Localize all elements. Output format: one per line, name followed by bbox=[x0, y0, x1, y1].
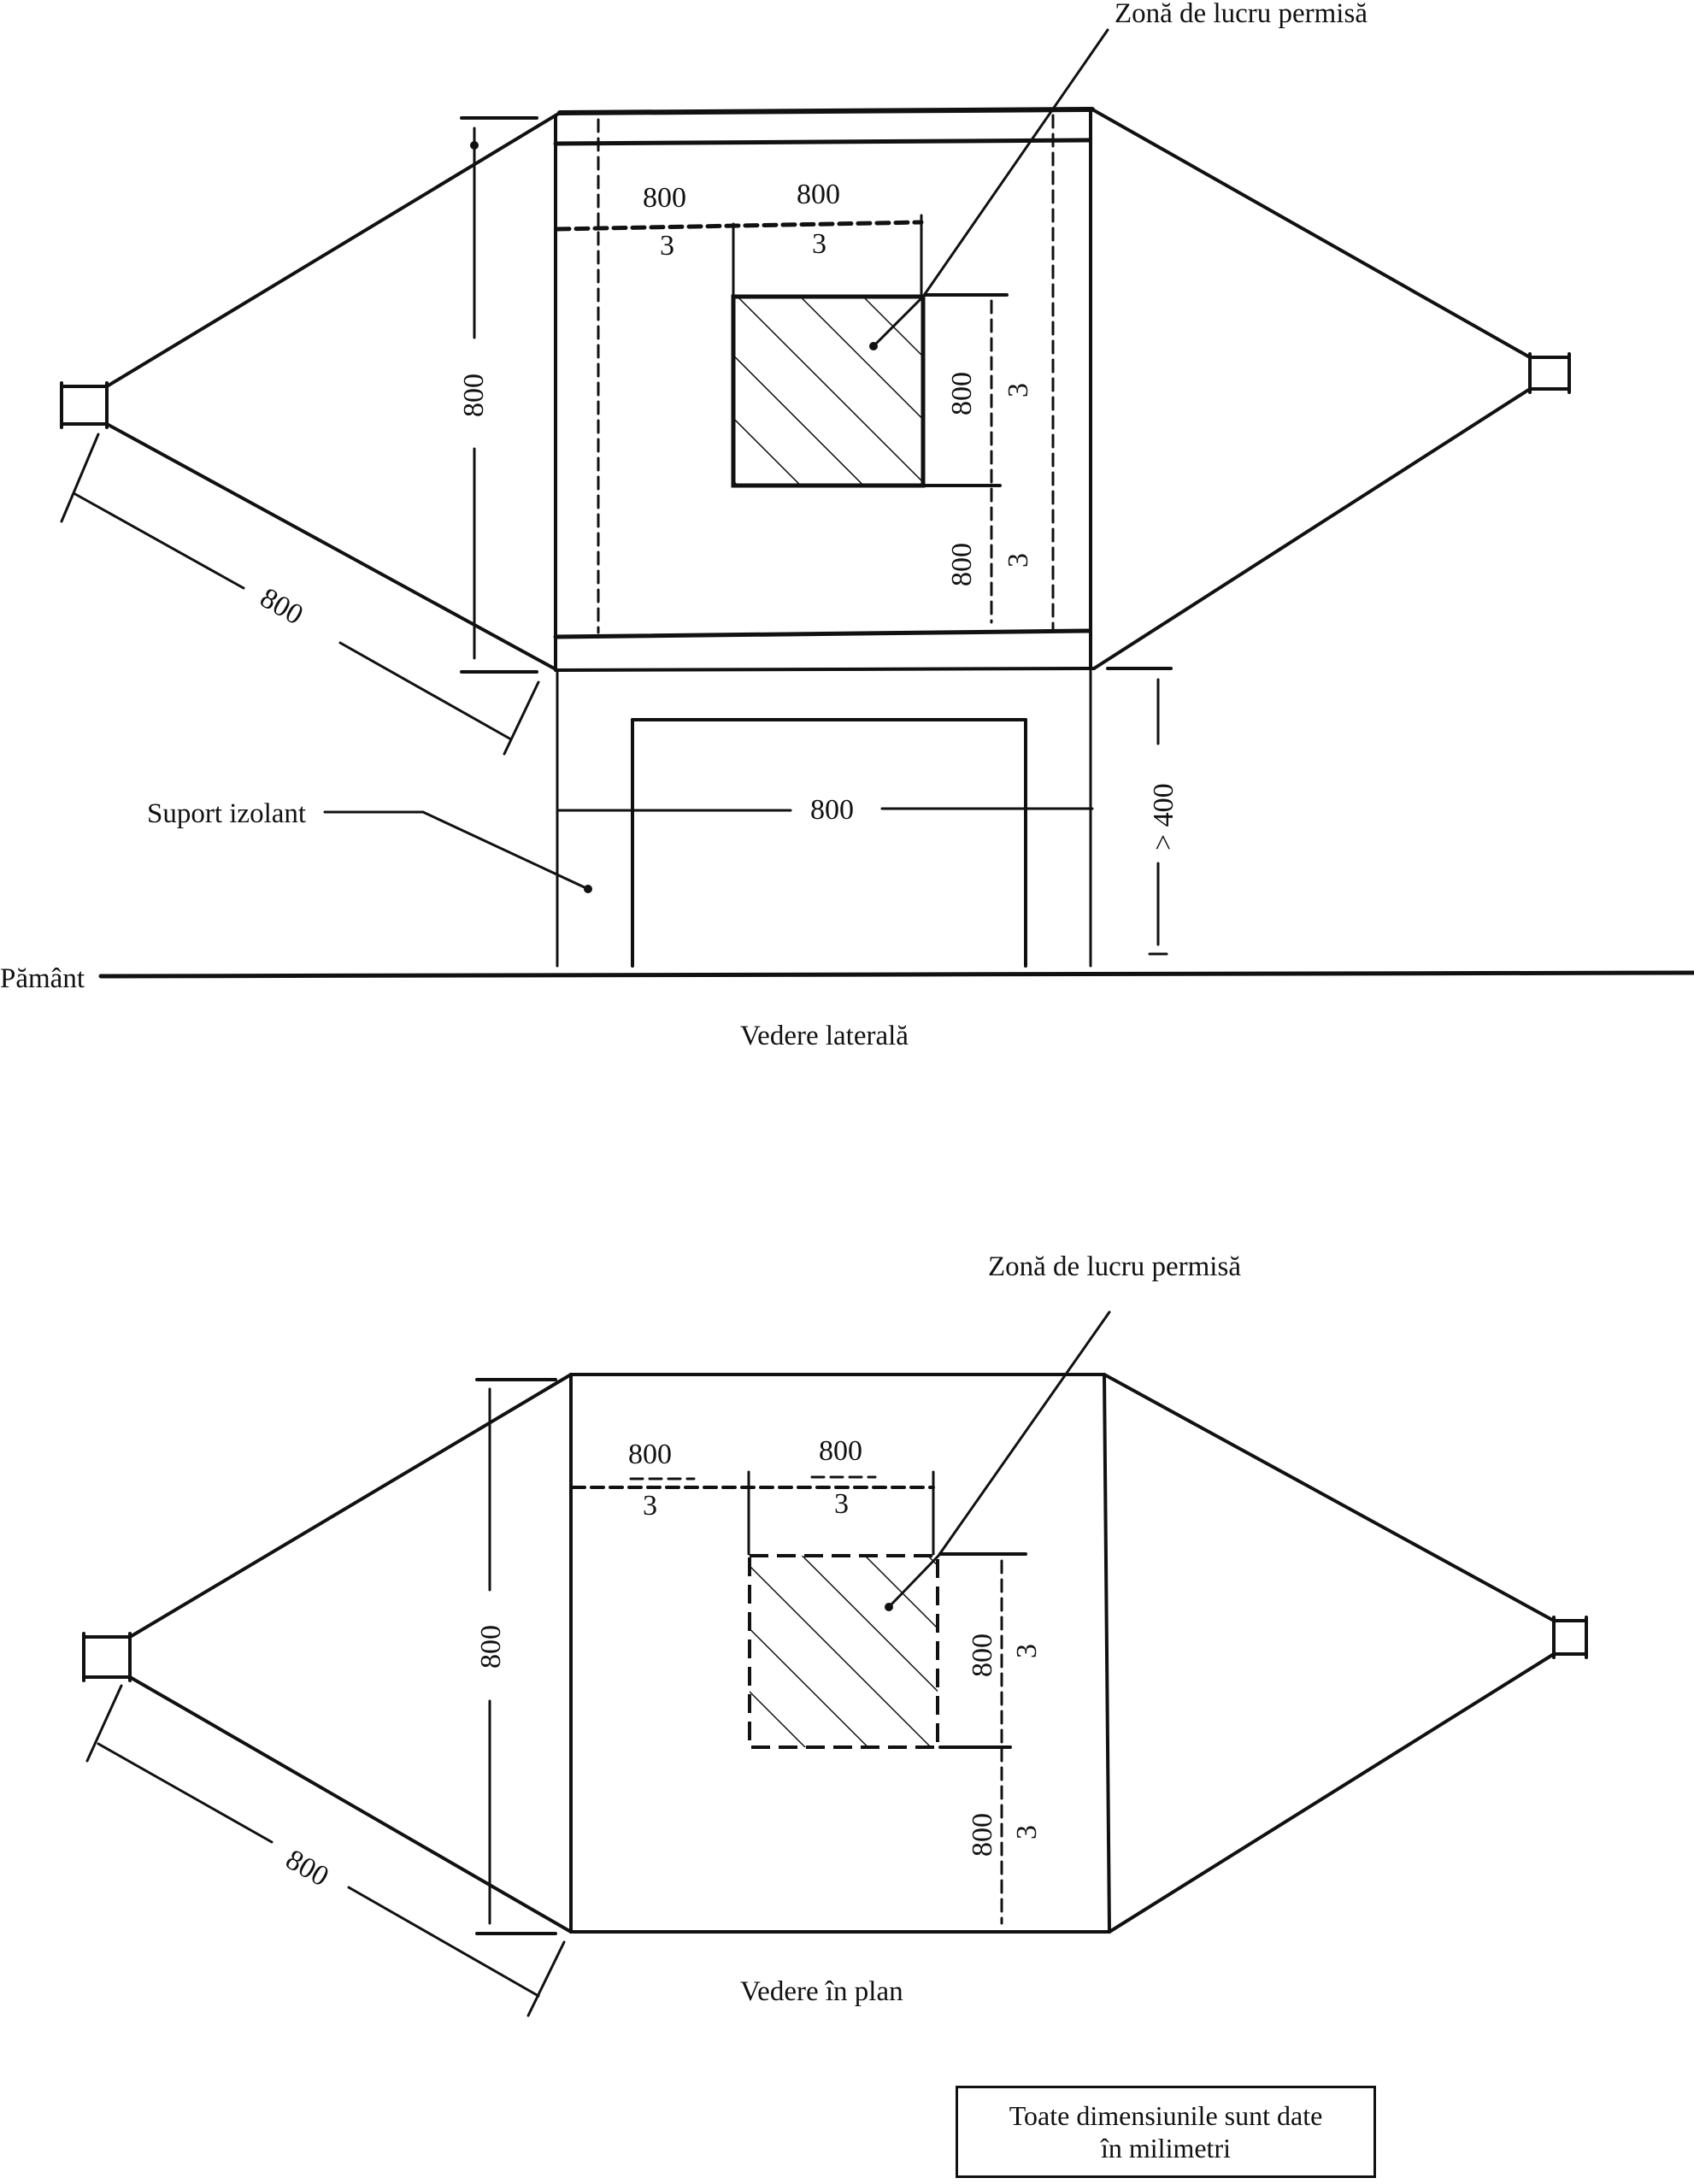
side-diagonal-dimension: 800 bbox=[60, 433, 540, 756]
units-note: Toate dimensiunile sunt date în milimetr… bbox=[956, 2086, 1376, 2178]
plan-dim-top-left-num: 800 bbox=[628, 1439, 672, 1470]
plan-height-dimension: 800 bbox=[475, 1378, 557, 1935]
side-view: Zonă de lucru permisă 800 3 800 3 800 3 … bbox=[0, 0, 1694, 1051]
side-dim-right-lower-den: 3 bbox=[1003, 553, 1034, 568]
side-dim-right-lower-num: 800 bbox=[946, 543, 978, 586]
side-height-dimension: 800 bbox=[458, 116, 538, 674]
plan-top-dimensions: 800 3 800 3 bbox=[571, 1435, 935, 1556]
side-view-box bbox=[553, 107, 1096, 672]
plan-dim-right-lower-num: 800 bbox=[967, 1813, 998, 1857]
ground-label: Pământ bbox=[0, 963, 85, 994]
side-dim-top-right-den: 3 bbox=[812, 228, 826, 260]
side-left-cone bbox=[60, 111, 562, 672]
side-clearance-dimension: > 400 bbox=[1106, 667, 1179, 956]
side-work-zone-label: Zonă de lucru permisă bbox=[1115, 0, 1368, 29]
side-dim-diagonal: 800 bbox=[255, 582, 309, 632]
plan-dim-diagonal: 800 bbox=[280, 1844, 334, 1893]
plan-dim-right-lower-den: 3 bbox=[1011, 1825, 1043, 1840]
plan-view-box bbox=[569, 1373, 1111, 1934]
plan-dim-top-right-num: 800 bbox=[819, 1435, 862, 1467]
plan-view-caption: Vedere în plan bbox=[740, 1976, 903, 2007]
plan-dim-top-right-den: 3 bbox=[834, 1488, 849, 1520]
plan-right-cone bbox=[1103, 1373, 1588, 1934]
side-dim-clearance: > 400 bbox=[1148, 783, 1179, 851]
side-dim-top-left-num: 800 bbox=[643, 182, 686, 214]
plan-dim-height: 800 bbox=[475, 1625, 507, 1669]
side-dim-support-width: 800 bbox=[810, 794, 854, 826]
side-right-dimensions: 800 3 800 3 bbox=[923, 293, 1034, 624]
plan-dim-right-upper-num: 800 bbox=[967, 1634, 998, 1677]
plan-right-dimensions: 800 3 800 3 bbox=[938, 1552, 1043, 1925]
ground-line bbox=[98, 970, 1694, 979]
side-view-caption: Vedere laterală bbox=[740, 1021, 909, 1051]
units-note-line2: în milimetri bbox=[1101, 2133, 1231, 2163]
side-dim-height: 800 bbox=[458, 374, 490, 417]
units-note-line1: Toate dimensiunile sunt date bbox=[1009, 2100, 1323, 2131]
side-right-cone bbox=[1091, 108, 1571, 670]
side-dim-top-left-den: 3 bbox=[660, 230, 674, 262]
side-dim-right-upper-num: 800 bbox=[946, 372, 978, 415]
side-support-label: Suport izolant bbox=[147, 798, 306, 829]
plan-left-cone bbox=[82, 1373, 573, 1934]
side-top-dimensions: 800 3 800 3 bbox=[555, 179, 924, 297]
side-dim-right-upper-den: 3 bbox=[1003, 383, 1034, 397]
plan-work-zone-label: Zonă de lucru permisă bbox=[988, 1251, 1241, 1282]
plan-dim-top-left-den: 3 bbox=[643, 1490, 657, 1522]
side-insulating-support: 800 Suport izolant bbox=[147, 668, 1094, 968]
plan-dim-right-upper-den: 3 bbox=[1011, 1644, 1043, 1658]
side-dim-top-right-num: 800 bbox=[797, 179, 840, 210]
plan-view: Zonă de lucru permisă 800 3 800 3 800 3 … bbox=[82, 1251, 1588, 2017]
plan-diagonal-dimension: 800 bbox=[85, 1684, 566, 2017]
